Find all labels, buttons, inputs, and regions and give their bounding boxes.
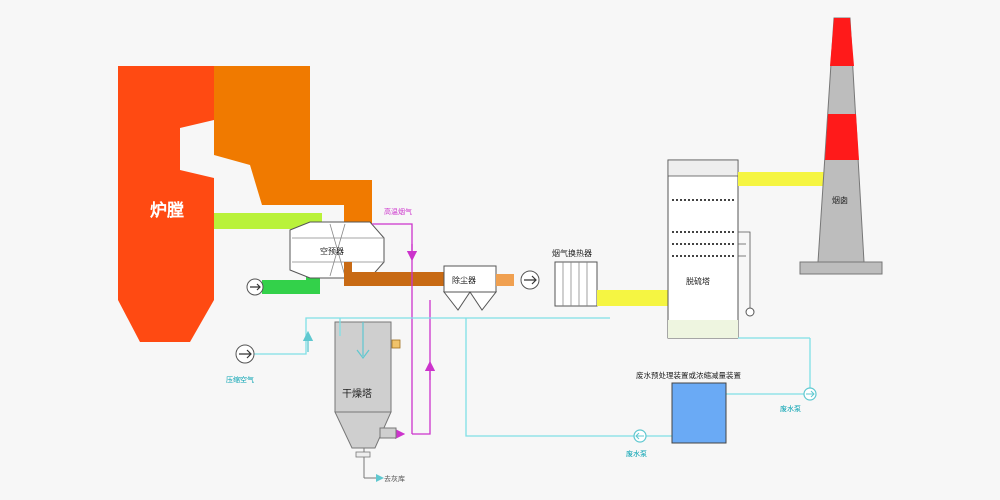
fan-icon xyxy=(250,283,261,291)
fan-icon xyxy=(524,275,537,285)
pump-lower xyxy=(633,429,647,443)
heat-exchanger-label: 烟气换热器 xyxy=(552,248,592,258)
chimney-base xyxy=(799,261,883,275)
yellow-duct-upper xyxy=(738,172,824,186)
air-preheater: 空预器 xyxy=(289,221,385,279)
fan-left xyxy=(246,278,264,296)
spray-nozzle-icon xyxy=(356,322,370,359)
drying-tower-cone xyxy=(334,411,392,449)
drying-tower-label: 干燥塔 xyxy=(342,387,372,400)
pump-upper xyxy=(803,387,817,401)
air-preheater-label: 空预器 xyxy=(320,246,344,256)
furnace-body xyxy=(118,66,214,342)
wastewater-pump-upper-label: 废水泵 xyxy=(780,404,801,413)
wastewater-treatment: 废水预处理装置或浓缩减量装置 xyxy=(636,370,741,444)
chimney-red-band-mid xyxy=(825,114,859,160)
desulfurization-tower-body xyxy=(667,159,739,339)
pump-icon xyxy=(806,390,815,398)
chimney-label: 烟囱 xyxy=(832,195,848,205)
dust-collector: 除尘器 xyxy=(442,265,498,311)
ash-outlet-label: 去灰库 xyxy=(384,474,405,483)
orange-duct xyxy=(496,274,514,286)
compressed-air-fan xyxy=(235,344,255,364)
wastewater-treatment-label: 废水预处理装置或浓缩减量装置 xyxy=(636,370,741,380)
fan-icon xyxy=(239,349,252,359)
wastewater-tank xyxy=(671,382,727,444)
drying-tower: 干燥塔 xyxy=(334,321,401,462)
brown-duct xyxy=(344,262,445,286)
desulfurization-tower-label: 脱硫塔 xyxy=(686,276,710,286)
furnace-label: 炉膛 xyxy=(150,200,184,221)
green-duct xyxy=(214,213,312,229)
dust-collector-body xyxy=(443,265,497,293)
furnace: 炉膛 xyxy=(118,66,214,342)
compressed-air-label: 压缩空气 xyxy=(226,375,254,384)
flue-gas-heat-exchanger: 烟气换热器 xyxy=(552,248,598,307)
yellow-duct-lower xyxy=(597,290,668,306)
pump-icon xyxy=(635,432,644,440)
fan-mid xyxy=(520,270,540,290)
dust-collector-label: 除尘器 xyxy=(452,275,476,285)
boiler-backpass xyxy=(214,66,372,248)
heat-exchanger-body xyxy=(554,261,598,307)
desulfurization-tower: 脱硫塔 xyxy=(667,159,755,339)
chimney: 烟囱 xyxy=(799,17,883,275)
high-temp-flue-gas-label: 高温烟气 xyxy=(384,207,412,216)
green-return-duct xyxy=(262,260,320,294)
wastewater-pump-lower-label: 废水泵 xyxy=(626,449,647,458)
boiler-flue-path xyxy=(214,66,372,248)
chimney-red-band-top xyxy=(830,18,854,66)
